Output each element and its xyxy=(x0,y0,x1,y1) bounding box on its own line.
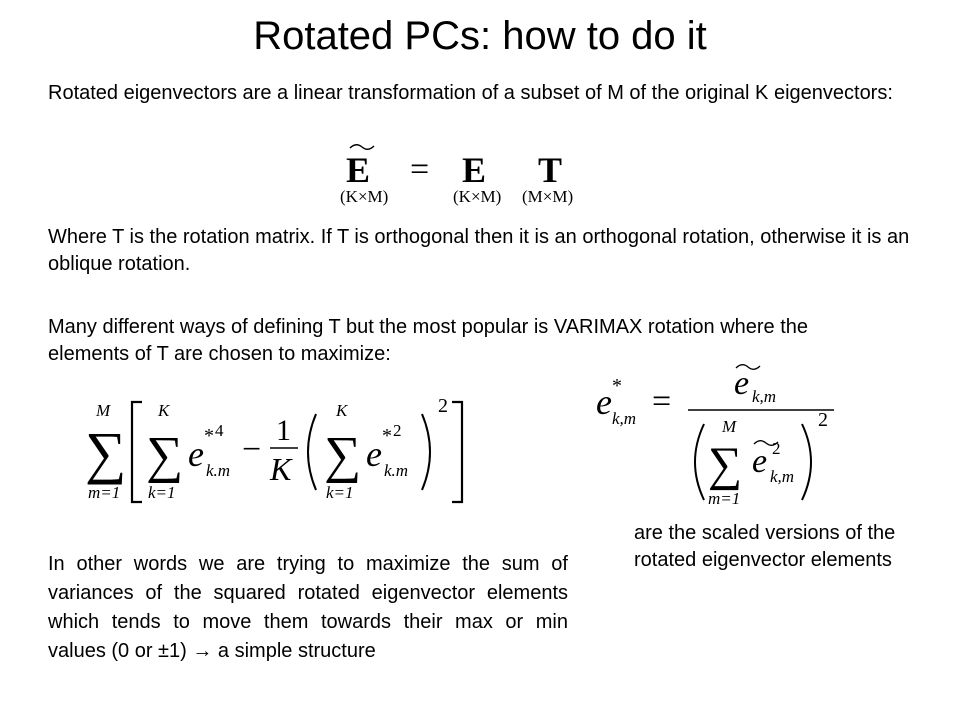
inner-sum-top: K xyxy=(157,401,171,420)
numerator-tilde xyxy=(735,364,761,370)
outer-power: 2 xyxy=(438,395,448,417)
den-sum-top: M xyxy=(721,417,737,436)
den-sum-bottom: m=1 xyxy=(708,489,740,508)
eq1-rhs2: T xyxy=(538,150,562,190)
term2-base: e xyxy=(366,434,382,474)
eq1-rhs1-dim: (K×M) xyxy=(453,187,501,206)
varimax-formula: M ∑ m=1 K ∑ k=1 e * 4 k.m − 1 K K ∑ k=1 xyxy=(80,390,480,510)
den-base: e xyxy=(752,443,767,480)
varimax-formula-svg: M ∑ m=1 K ∑ k=1 e * 4 k.m − 1 K K ∑ k=1 xyxy=(85,395,464,504)
scaled-num-sub: k,m xyxy=(752,387,776,406)
eq1-equals: = xyxy=(410,151,429,188)
eq1-lhs-dim: (K×M) xyxy=(340,187,388,206)
term-sub: k.m xyxy=(206,461,230,480)
fraction-numerator: 1 xyxy=(276,414,291,447)
right-bracket xyxy=(452,400,464,504)
den-outer-power: 2 xyxy=(818,409,828,431)
left-paren xyxy=(307,413,317,491)
slide-title: Rotated PCs: how to do it xyxy=(253,14,707,58)
sum2-bottom: k=1 xyxy=(326,483,354,502)
scaled-equals: = xyxy=(652,383,671,420)
sum2-sigma: ∑ xyxy=(324,427,361,484)
term-power: 4 xyxy=(215,421,224,440)
outer-sum-bottom: m=1 xyxy=(88,483,120,502)
scaled-formula: e * k,m = e k,m M ∑ m=1 e 2 k,m 2 xyxy=(596,362,846,512)
den-right-paren xyxy=(801,423,812,501)
den-sum-sigma: ∑ xyxy=(708,438,742,491)
den-power: 2 xyxy=(772,439,781,458)
term2-sub: k.m xyxy=(384,461,408,480)
term-base: e xyxy=(188,434,204,474)
conclusion-paragraph: In other words we are trying to maximize… xyxy=(48,553,568,662)
outer-sum-top: M xyxy=(95,401,111,420)
scaled-formula-svg: e * k,m = e k,m M ∑ m=1 e 2 k,m 2 xyxy=(596,364,834,508)
den-tilde xyxy=(753,440,779,446)
where-paragraph: Where T is the rotation matrix. If T is … xyxy=(48,226,910,275)
scaled-lhs-base: e xyxy=(596,382,612,422)
varimax-paragraph: Many different ways of defining T but th… xyxy=(48,316,809,365)
rotation-equation: E (K×M) = E (K×M) T (M×M) xyxy=(340,140,600,210)
scaled-num-base: e xyxy=(734,365,749,402)
term-star: * xyxy=(204,425,214,447)
right-paren xyxy=(421,413,431,491)
left-bracket xyxy=(130,400,142,504)
tilde-mark xyxy=(349,144,375,150)
scaled-lhs-sub: k,m xyxy=(612,409,636,428)
scaled-lhs-star: * xyxy=(612,375,622,397)
eq1-rhs1: E xyxy=(462,150,486,190)
scaled-caption: are the scaled versions of the rotated e… xyxy=(634,522,896,571)
outer-sum-sigma: ∑ xyxy=(85,420,126,485)
fraction-denominator: K xyxy=(269,451,293,487)
eq1-rhs2-dim: (M×M) xyxy=(522,187,573,206)
eq1-lhs: E xyxy=(346,150,370,190)
inner-sum-bottom: k=1 xyxy=(148,483,176,502)
minus-sign: − xyxy=(242,431,261,468)
sum2-top: K xyxy=(335,401,349,420)
rotation-equation-svg: E (K×M) = E (K×M) T (M×M) xyxy=(340,144,573,206)
intro-paragraph: Rotated eigenvectors are a linear transf… xyxy=(48,82,893,104)
term2-star: * xyxy=(382,425,392,447)
den-sub: k,m xyxy=(770,467,794,486)
den-left-paren xyxy=(694,423,705,501)
inner-sum-sigma: ∑ xyxy=(146,427,183,484)
term2-power: 2 xyxy=(393,421,402,440)
